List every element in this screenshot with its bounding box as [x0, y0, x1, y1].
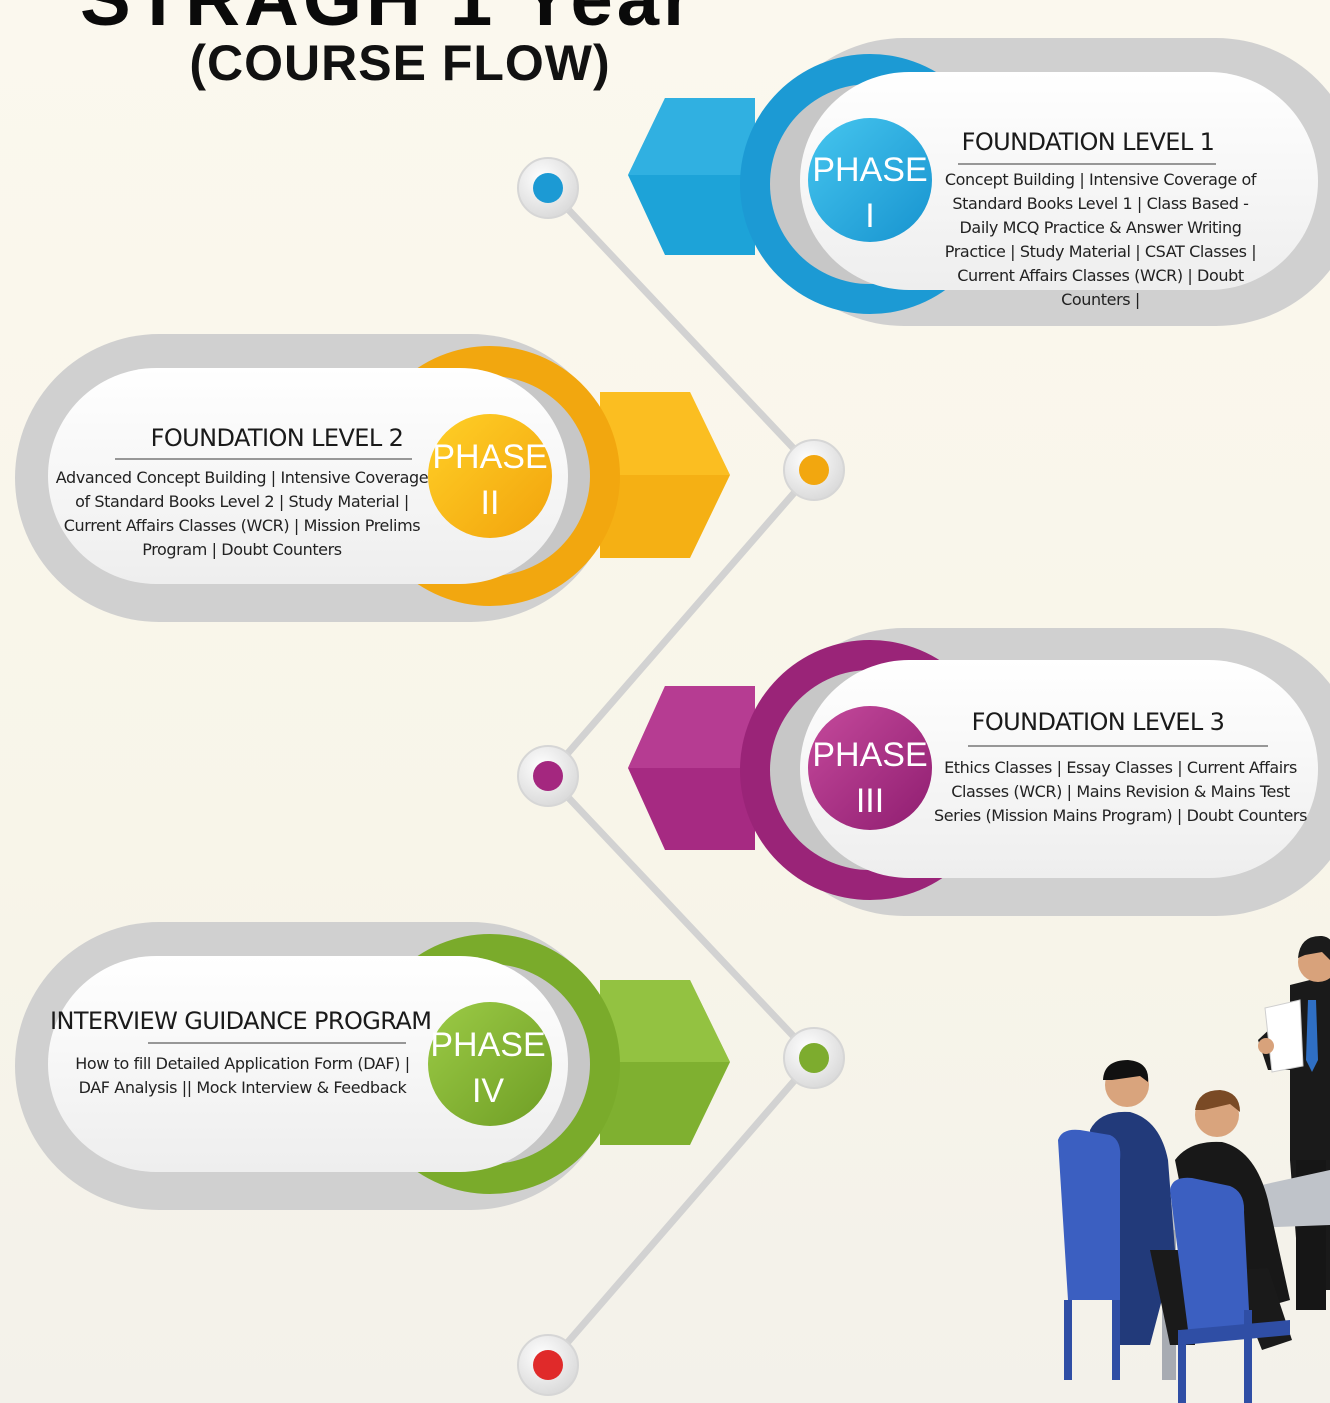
timeline-node-4: [783, 1027, 845, 1089]
phase-3-title: FOUNDATION LEVEL 3: [971, 708, 1225, 736]
phase-2-title: FOUNDATION LEVEL 2: [150, 424, 404, 452]
phase-1-shape: [628, 38, 1330, 326]
timeline-node-end: [517, 1334, 579, 1396]
phase-1-word: PHASE: [812, 151, 928, 189]
phase-4-word: PHASE: [430, 1026, 546, 1064]
phase-1-description: Concept Building | Intensive Coverage of…: [944, 170, 1257, 309]
phase-2-word: PHASE: [432, 438, 548, 476]
phase-2-description: Advanced Concept Building | Intensive Co…: [55, 468, 429, 559]
phase-2-numeral: II: [480, 484, 500, 522]
page-subtitle: (COURSE FLOW): [189, 35, 611, 91]
phase-4-badge: PHASE IV: [418, 1022, 558, 1114]
phase-1-badge: PHASE I: [800, 147, 940, 239]
flow-connector-lines: [544, 184, 818, 1369]
timeline-node-3: [517, 745, 579, 807]
phase-3-numeral: III: [855, 782, 885, 820]
phase-3-shape: [628, 628, 1330, 916]
phase-4-shape: [15, 922, 730, 1210]
timeline-node-2: [783, 439, 845, 501]
phase-4-description: How to fill Detailed Application Form (D…: [75, 1054, 410, 1097]
phase-2-badge: PHASE II: [420, 434, 560, 526]
phase-1-title: FOUNDATION LEVEL 1: [961, 128, 1215, 156]
phase-3-description: Ethics Classes | Essay Classes | Current…: [933, 758, 1308, 825]
main-title: STRAGH 1 Year: [80, 0, 697, 43]
phase-2-shape: [15, 334, 730, 622]
phase-3-word: PHASE: [812, 736, 928, 774]
phase-3-badge: PHASE III: [800, 732, 940, 824]
phase-1-numeral: I: [865, 197, 875, 235]
phase-4-title: INTERVIEW GUIDANCE PROGRAM: [50, 1007, 432, 1035]
phase-4-numeral: IV: [471, 1072, 505, 1110]
timeline-node-1: [517, 157, 579, 219]
meeting-illustration: [1058, 935, 1330, 1403]
